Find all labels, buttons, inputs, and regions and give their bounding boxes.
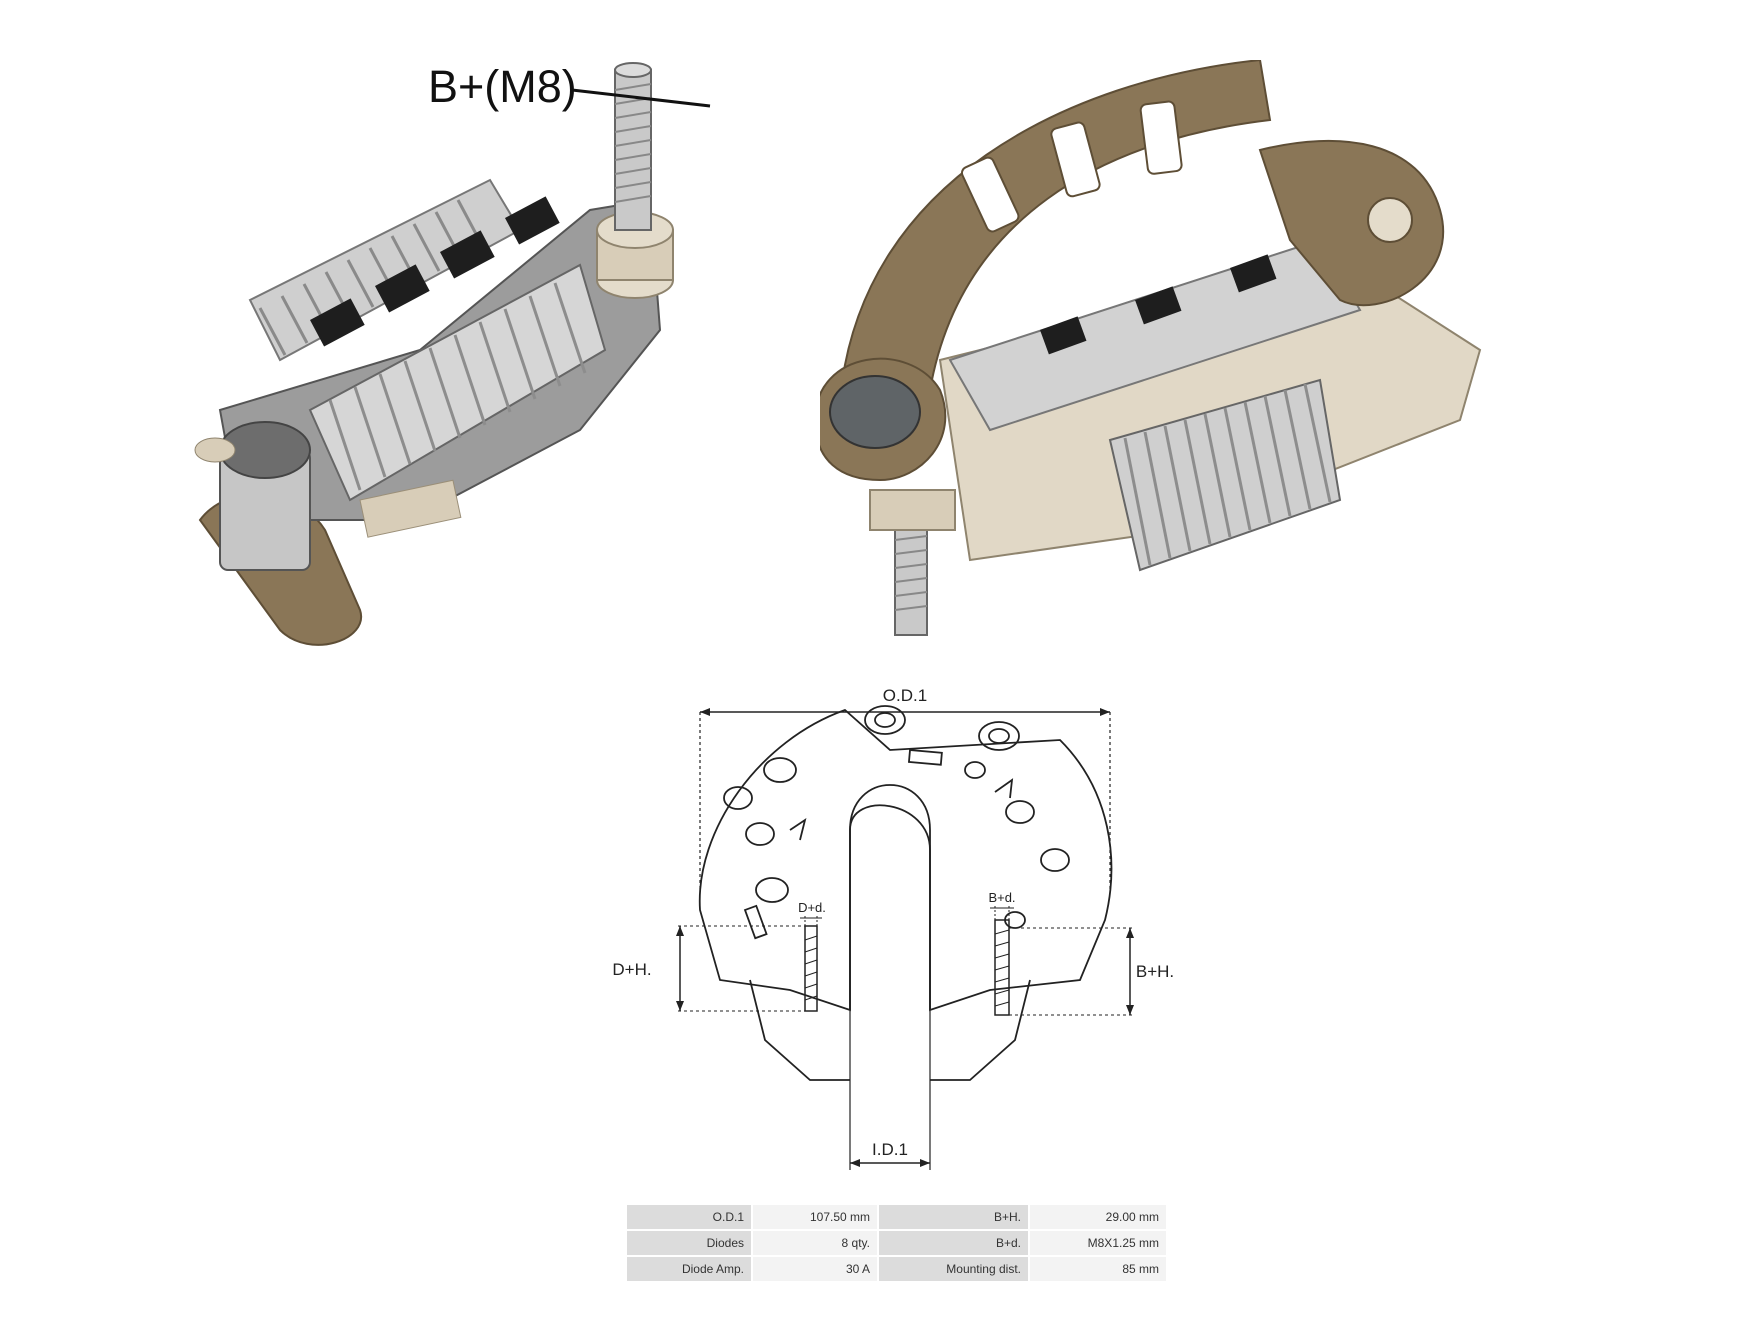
spec-value: M8X1.25 mm [1030,1231,1166,1255]
od-label: O.D.1 [883,686,927,705]
rectifier-photo-right [820,60,1482,636]
spec-label: Mounting dist. [879,1257,1028,1281]
callout-leader-line [571,88,711,108]
bh-label: B+H. [1136,962,1174,981]
dimension-diagram: O.D.1 D+d. [612,686,1174,1170]
dh-dimension: D+H. [612,925,805,1012]
id-label: I.D.1 [872,1140,908,1159]
spec-label: O.D.1 [627,1205,751,1229]
table-row: Diode Amp. 30 A Mounting dist. 85 mm [627,1257,1166,1281]
dd-label: D+d. [798,900,826,915]
bd-label: B+d. [988,890,1015,905]
table-row: O.D.1 107.50 mm B+H. 29.00 mm [627,1205,1166,1229]
id-dimension: I.D.1 [849,1010,931,1170]
spec-value: 85 mm [1030,1257,1166,1281]
spec-value: 29.00 mm [1030,1205,1166,1229]
spec-label: B+H. [879,1205,1028,1229]
spec-value: 8 qty. [753,1231,877,1255]
spec-table: O.D.1 107.50 mm B+H. 29.00 mm Diodes 8 q… [625,1203,1168,1283]
table-row: Diodes 8 qty. B+d. M8X1.25 mm [627,1231,1166,1255]
bh-dimension: B+H. [1009,927,1174,1016]
b-plus-callout-label: B+(M8) [428,61,577,112]
rectifier-outline [698,705,1113,1081]
spec-value: 107.50 mm [753,1205,877,1229]
spec-value: 30 A [753,1257,877,1281]
spec-label: Diode Amp. [627,1257,751,1281]
dh-label: D+H. [612,960,651,979]
spec-label: Diodes [627,1231,751,1255]
d-plus-stud: D+d. [798,900,826,1012]
b-plus-stud: B+d. [988,890,1016,1016]
spec-label: B+d. [879,1231,1028,1255]
rectifier-photo-left [194,62,674,646]
od-dimension: O.D.1 [699,686,1111,890]
